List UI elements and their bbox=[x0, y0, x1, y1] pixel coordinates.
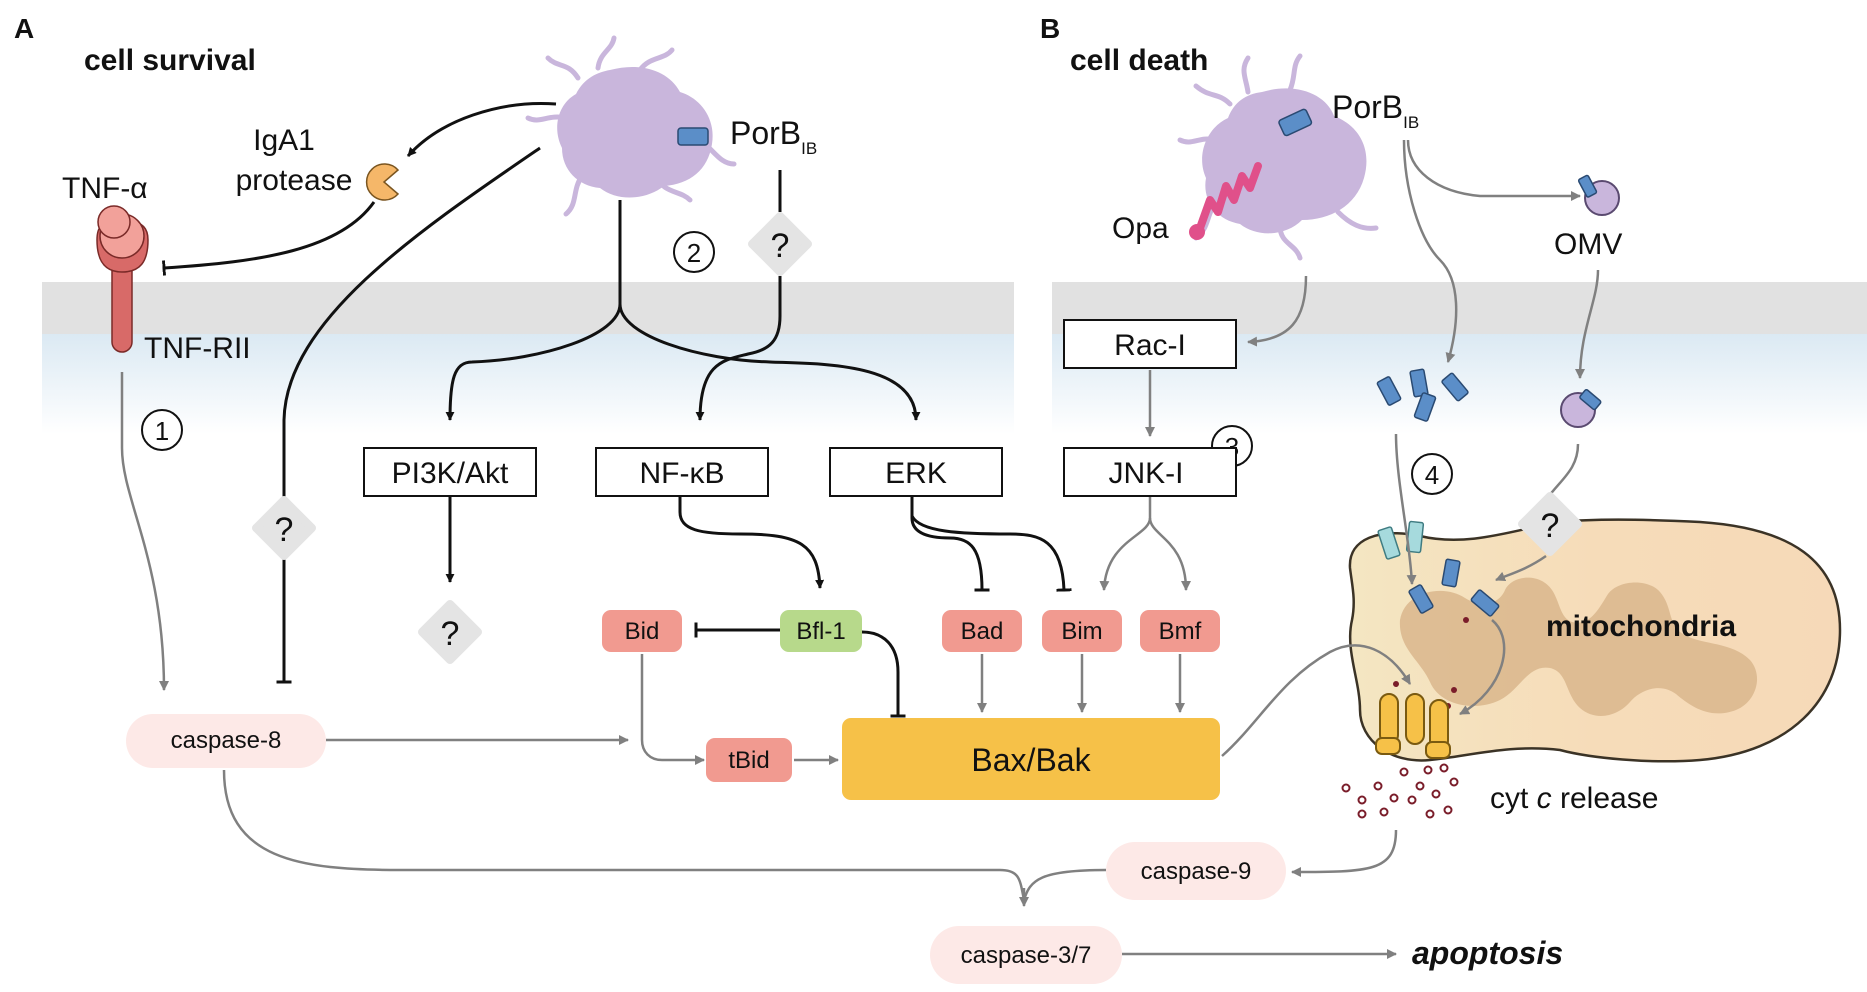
bacterium-b-icon bbox=[1177, 53, 1379, 261]
nf-kb-box: NF-κB bbox=[595, 447, 769, 497]
porb-channel-cyan bbox=[1377, 520, 1425, 560]
mitochondria-label: mitochondria bbox=[1546, 610, 1736, 643]
membrane-a bbox=[42, 282, 1014, 434]
svg-text:Bim: Bim bbox=[1061, 618, 1102, 645]
svg-text:Bid: Bid bbox=[625, 618, 660, 645]
question-diamond-pi3k: ? bbox=[418, 600, 482, 664]
cytochrome-c-particles bbox=[1341, 763, 1459, 819]
svg-text:Bfl-1: Bfl-1 bbox=[796, 618, 845, 645]
svg-text:2: 2 bbox=[687, 238, 701, 268]
omv-label: OMV bbox=[1554, 228, 1622, 261]
omv-internalized-icon bbox=[1560, 389, 1602, 428]
bacterium-a-icon bbox=[525, 35, 737, 217]
bax-bak-block: Bax/Bak bbox=[842, 718, 1220, 800]
iga1-protease-label-line1: IgA1 bbox=[253, 124, 315, 157]
cyt-c-release-label: cyt c release bbox=[1490, 782, 1658, 815]
porb-label-a: PorBIB bbox=[730, 115, 817, 158]
svg-text:caspase-9: caspase-9 bbox=[1141, 858, 1252, 885]
svg-text:Bax/Bak: Bax/Bak bbox=[971, 742, 1091, 778]
question-diamond-porb-a: ? bbox=[748, 212, 812, 276]
omv-vesicle-icon bbox=[1577, 174, 1620, 216]
step-1-badge: 1 bbox=[141, 409, 183, 451]
apoptosis-label: apoptosis bbox=[1412, 935, 1563, 971]
svg-text:?: ? bbox=[1541, 507, 1560, 545]
svg-text:?: ? bbox=[441, 615, 460, 653]
step-2-badge: 2 bbox=[673, 231, 715, 273]
tnf-alpha-ligand-icon bbox=[97, 205, 145, 259]
bfl1-pill: Bfl-1 bbox=[780, 610, 862, 652]
question-diamond-caspase8: ? bbox=[252, 496, 316, 560]
svg-text:Bad: Bad bbox=[961, 618, 1004, 645]
svg-text:PI3K/Akt: PI3K/Akt bbox=[392, 457, 509, 490]
svg-text:NF-κB: NF-κB bbox=[640, 457, 725, 490]
bmf-pill: Bmf bbox=[1140, 610, 1220, 652]
caspase-8-pill: caspase-8 bbox=[126, 714, 326, 768]
iga1-protease-icon bbox=[365, 163, 400, 201]
erk-box: ERK bbox=[829, 447, 1003, 497]
svg-text:Bmf: Bmf bbox=[1159, 618, 1202, 645]
svg-text:4: 4 bbox=[1425, 460, 1439, 490]
rac1-box: Rac-I bbox=[1063, 319, 1237, 369]
tbid-pill: tBid bbox=[706, 738, 792, 782]
svg-text:ERK: ERK bbox=[885, 457, 947, 490]
svg-text:tBid: tBid bbox=[728, 747, 769, 774]
connectors-black bbox=[162, 101, 1072, 718]
pore-channels bbox=[1375, 693, 1451, 759]
connectors-gray bbox=[120, 139, 1600, 959]
caspase-3-7-pill: caspase-3/7 bbox=[930, 926, 1122, 984]
step-4-badge: 4 bbox=[1411, 453, 1453, 495]
bid-pill: Bid bbox=[602, 610, 682, 652]
porb-porins bbox=[1376, 368, 1500, 617]
caspase-9-pill: caspase-9 bbox=[1106, 842, 1286, 900]
porb-label-b: PorBIB bbox=[1332, 89, 1419, 132]
bim-pill: Bim bbox=[1042, 610, 1122, 652]
iga1-protease-label-line2: protease bbox=[236, 164, 353, 197]
panel-a-letter: A bbox=[14, 13, 34, 44]
bad-pill: Bad bbox=[942, 610, 1022, 652]
tnf-rii-label: TNF-RII bbox=[144, 332, 251, 365]
pi3k-akt-box: PI3K/Akt bbox=[363, 447, 537, 497]
panel-b-letter: B bbox=[1040, 13, 1060, 44]
jnk1-box: JNK-I bbox=[1063, 447, 1237, 497]
question-diamond-omv: ? bbox=[1518, 492, 1582, 556]
panel-b-title: cell death bbox=[1070, 44, 1208, 77]
svg-text:JNK-I: JNK-I bbox=[1109, 457, 1184, 490]
opa-label: Opa bbox=[1112, 212, 1169, 245]
svg-text:1: 1 bbox=[155, 416, 169, 446]
tnf-alpha-label: TNF-α bbox=[62, 172, 148, 205]
panel-a-title: cell survival bbox=[84, 44, 256, 77]
svg-text:?: ? bbox=[771, 227, 790, 265]
svg-text:Rac-I: Rac-I bbox=[1114, 329, 1186, 362]
svg-text:caspase-3/7: caspase-3/7 bbox=[961, 942, 1092, 969]
svg-text:caspase-8: caspase-8 bbox=[171, 727, 282, 754]
svg-text:?: ? bbox=[275, 511, 294, 549]
